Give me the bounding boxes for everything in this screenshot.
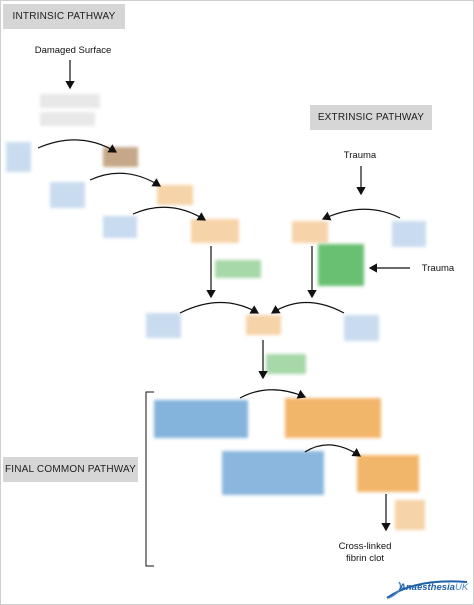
factor-box [50,182,85,208]
logo-brand-text: Anaesthesia [399,582,455,593]
extrinsic-pathway-header: EXTRINSIC PATHWAY [310,105,432,130]
clot-label-line1: Cross-linked [338,541,392,552]
factor-box [246,315,281,335]
factor-box [285,398,381,438]
trauma-side-label: Trauma [421,263,455,274]
factor-box [344,315,379,341]
logo-suffix-text: UK [454,582,469,593]
intrinsic-pathway-header: INTRINSIC PATHWAY [3,4,125,29]
anaesthesia-uk-logo: AnaesthesiaUK [385,576,470,602]
damaged-surface-label: Damaged Surface [34,45,112,56]
final-common-pathway-header: FINAL COMMON PATHWAY [3,457,138,482]
factor-box [157,185,193,205]
factor-box [146,313,181,338]
factor-box [392,221,426,247]
swoosh-icon [386,580,468,599]
factor-box [266,354,306,374]
factor-box [40,94,100,108]
factor-box [154,400,248,438]
factor-box [292,221,328,243]
factor-box [395,500,425,530]
factor-box [215,260,261,278]
factor-box [357,455,419,492]
factor-box [40,112,95,126]
factor-box [318,244,364,286]
clot-label-line2: fibrin clot [345,553,384,564]
trauma-top-label: Trauma [343,150,377,161]
factor-box [191,219,239,243]
factor-box [222,451,324,495]
factor-box [103,216,137,238]
factor-box [6,142,31,172]
